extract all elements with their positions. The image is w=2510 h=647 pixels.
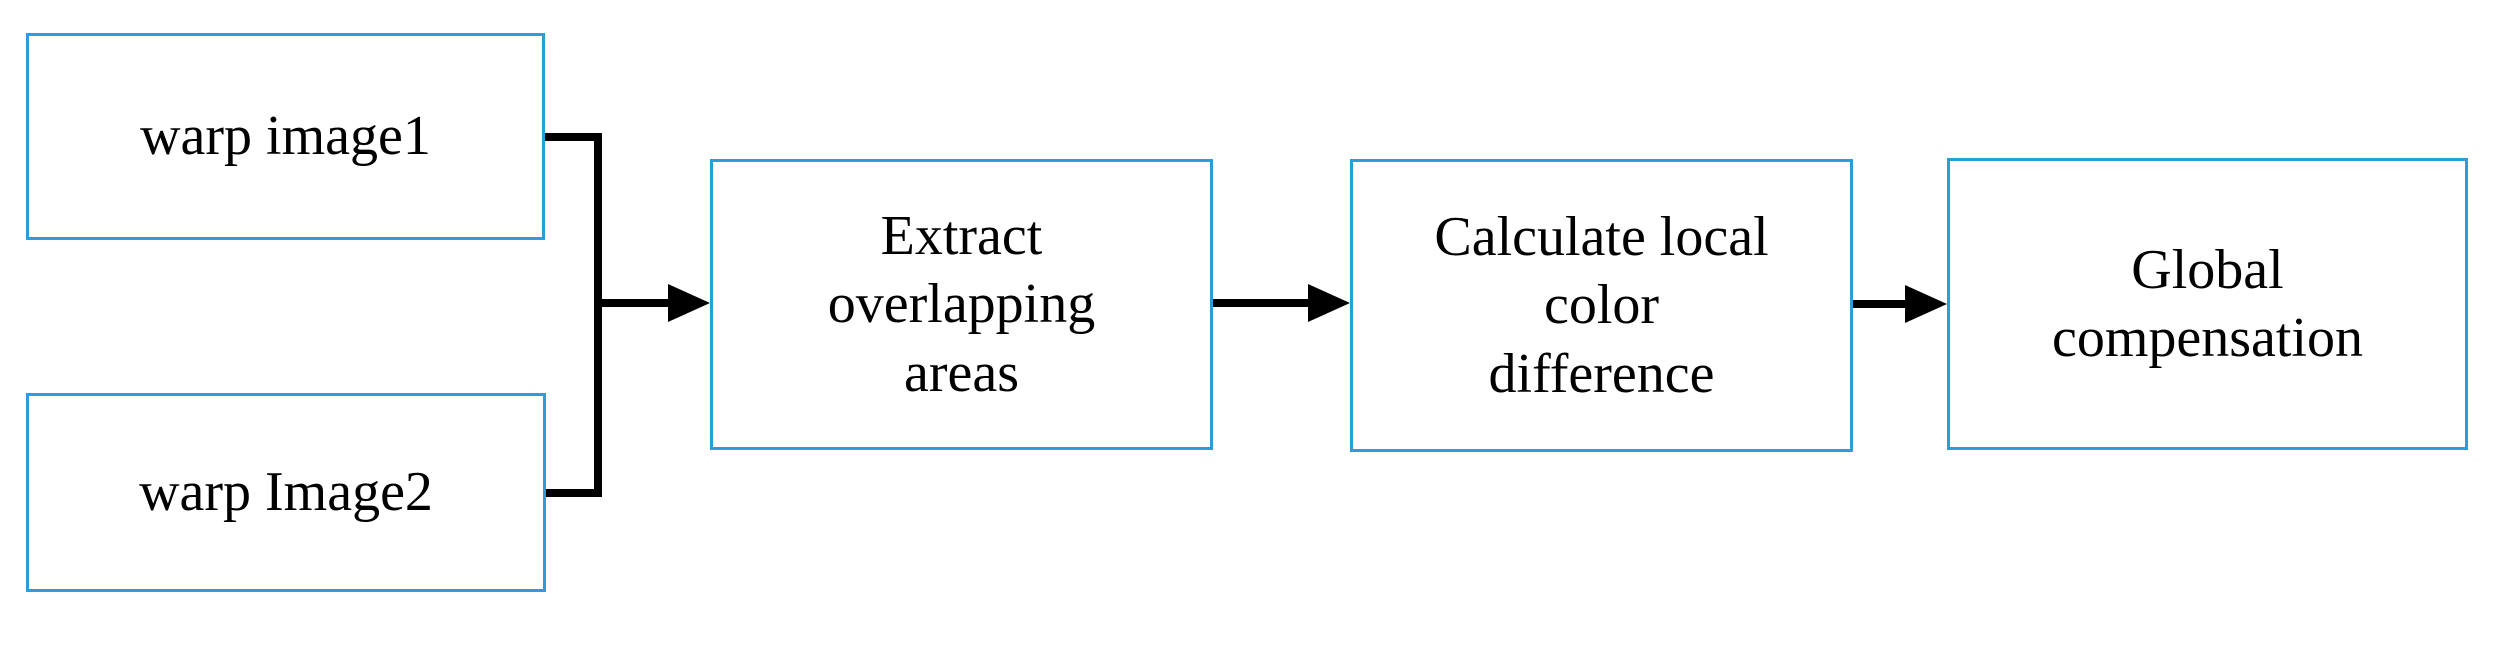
node-warp-image1-label: warp image1 <box>140 105 431 168</box>
arrow-extract-to-calculate-head <box>1308 284 1350 322</box>
node-global-compensation: Global compensation <box>1947 158 2468 450</box>
node-calculate-local-color-difference-label: Calculate local color difference <box>1434 206 1769 405</box>
node-calculate-local-color-difference: Calculate local color difference <box>1350 159 1853 452</box>
node-warp-image1: warp image1 <box>26 33 545 240</box>
arrow-calculate-to-global-head <box>1905 285 1947 323</box>
node-warp-image2-label: warp Image2 <box>139 461 433 524</box>
node-global-compensation-label: Global compensation <box>2051 238 2364 369</box>
node-extract-overlapping-areas: Extract overlapping areas <box>710 159 1213 450</box>
merge-connector-elbow <box>545 133 602 497</box>
node-extract-overlapping-areas-label: Extract overlapping areas <box>827 205 1096 404</box>
node-warp-image2: warp Image2 <box>26 393 546 592</box>
merge-arrowhead <box>668 284 710 322</box>
